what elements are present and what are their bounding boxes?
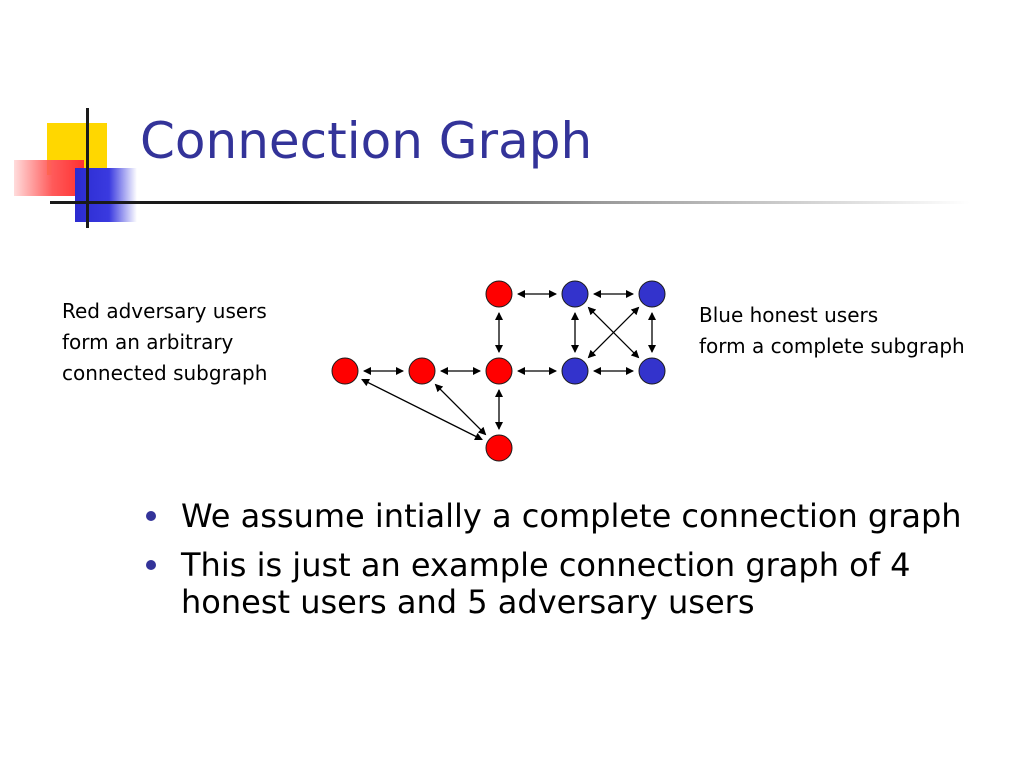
node-b-bottom-right	[638, 357, 666, 385]
honest-caption-line-1: Blue honest users	[699, 303, 879, 327]
bullet-text-2: This is just an example connection graph…	[181, 546, 911, 621]
adversary-caption-line-3: connected subgraph	[62, 361, 268, 385]
node-r-top	[485, 280, 513, 308]
adversary-caption-line-2: form an arbitrary	[62, 330, 234, 354]
node-r-mid-left	[331, 357, 359, 385]
edge-b-top-right-b-bottom-left	[587, 306, 640, 359]
node-r-mid-right	[485, 357, 513, 385]
bullet-text-1: We assume intially a complete connection…	[181, 497, 962, 535]
honest-caption-line-2: form a complete subgraph	[699, 334, 965, 358]
decor-blue-square	[75, 168, 137, 222]
bullet-item-2: This is just an example connection graph…	[146, 547, 1006, 621]
title-underline	[50, 201, 970, 204]
node-b-bottom-left	[561, 357, 589, 385]
honest-caption: Blue honest users form a complete subgra…	[699, 300, 965, 362]
decor-red-bar	[14, 160, 84, 196]
slide-title: Connection Graph	[140, 112, 593, 170]
node-r-bottom	[485, 434, 513, 462]
bullet-dot-icon	[146, 511, 156, 521]
edge-r-mid-left-r-bottom	[361, 378, 483, 441]
bullet-dot-icon	[146, 560, 156, 570]
bullet-list: We assume intially a complete connection…	[146, 498, 1006, 633]
decor-vertical-line	[86, 108, 89, 228]
node-r-mid-center	[408, 357, 436, 385]
node-b-top-right	[638, 280, 666, 308]
node-b-top-left	[561, 280, 589, 308]
adversary-caption: Red adversary users form an arbitrary co…	[62, 296, 267, 389]
nodes-layer	[331, 280, 666, 462]
edge-r-mid-center-r-bottom	[434, 383, 487, 436]
bullet-item-1: We assume intially a complete connection…	[146, 498, 1006, 535]
edges-layer	[361, 290, 656, 441]
adversary-caption-line-1: Red adversary users	[62, 299, 267, 323]
